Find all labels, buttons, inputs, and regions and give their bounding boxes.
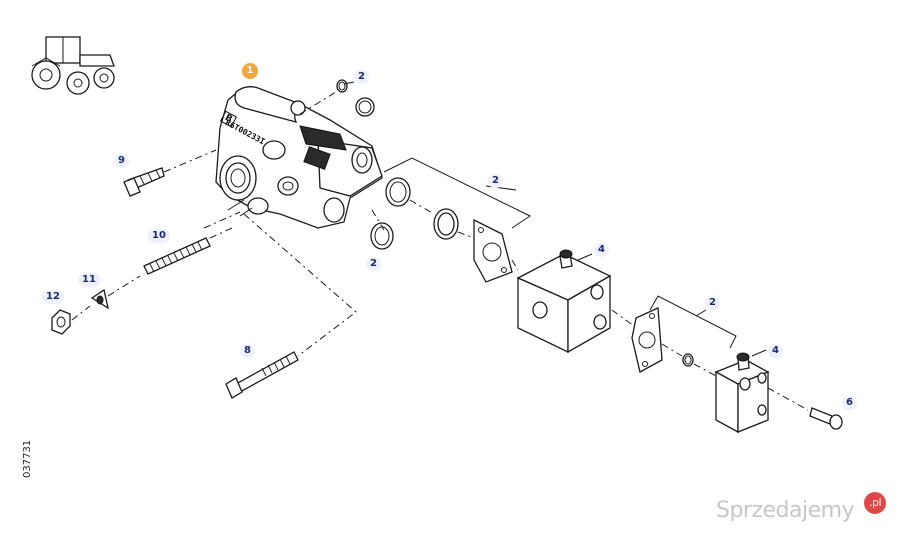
watermark-badge: .pl	[864, 492, 886, 514]
callout-6[interactable]: 6	[842, 396, 857, 410]
watermark: Sprzedajemy .pl	[716, 492, 886, 523]
reference-number: 037731	[22, 439, 33, 478]
nut-12	[51, 309, 71, 335]
callout-4-large[interactable]: 4	[594, 243, 609, 257]
stud-10	[143, 237, 211, 275]
screw-6	[809, 407, 843, 430]
callout-8[interactable]: 8	[240, 344, 255, 358]
callout-2-lower[interactable]: 2	[366, 257, 381, 271]
callout-11[interactable]: 11	[78, 273, 100, 287]
bolt-9	[123, 167, 165, 197]
callout-1[interactable]: 1	[242, 63, 258, 79]
callout-2-middle[interactable]: 2	[488, 174, 503, 188]
callout-4-small[interactable]: 4	[768, 344, 783, 358]
callout-10[interactable]: 10	[148, 229, 170, 243]
valve-body	[215, 86, 383, 229]
callout-9[interactable]: 9	[114, 154, 129, 168]
callout-2-right[interactable]: 2	[705, 296, 720, 310]
adapter-block-large	[516, 249, 612, 354]
adapter-block-small	[714, 352, 770, 434]
bolt-8	[225, 351, 299, 399]
tractor-icon	[31, 36, 115, 95]
gaskets	[473, 218, 663, 373]
washer-11	[90, 288, 109, 310]
watermark-text: Sprzedajemy	[716, 498, 855, 523]
callout-2-top[interactable]: 2	[354, 70, 369, 84]
assembly-lines	[71, 81, 809, 411]
callout-12[interactable]: 12	[42, 290, 64, 304]
